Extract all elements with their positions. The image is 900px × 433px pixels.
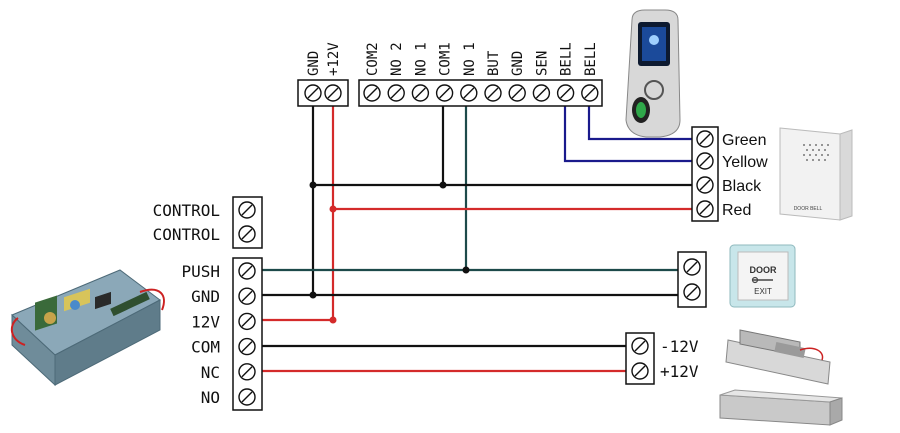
access-terminal-icon [625, 9, 681, 138]
wire-bell-green [587, 106, 692, 141]
controller-terminal-label: COM2 [365, 42, 381, 76]
terminal-screw-icon [238, 312, 256, 331]
terminal-screw-icon [696, 176, 714, 194]
terminal-screw-icon [556, 84, 575, 102]
junction-dot [329, 205, 337, 213]
exit-button-text-door: DOOR [750, 265, 778, 275]
terminal-screw-icon [238, 201, 256, 219]
exit-button-icon: DOOR EXIT [729, 244, 796, 308]
controller-terminal-label: BELL [583, 42, 599, 76]
doorbell-wire-label: Red [722, 202, 751, 219]
junction-dot [439, 181, 447, 189]
terminal-screw-icon [435, 84, 454, 102]
terminal-screw-icon [304, 84, 322, 102]
top-power-terminal-block: GND+12V [297, 42, 349, 107]
terminal-screw-icon [238, 363, 256, 381]
terminal-screw-icon [484, 84, 502, 102]
top-power-terminal-label: GND [306, 51, 322, 76]
terminal-screw-icon [238, 287, 256, 305]
terminal-screw-icon [324, 84, 342, 102]
terminal-screw-icon [508, 84, 526, 102]
doorbell-caption: DOOR BELL [794, 206, 823, 212]
power-terminal-label: NC [201, 363, 220, 382]
wire-bell-yellow [563, 106, 692, 163]
lock-terminal-label: -12V [660, 337, 699, 356]
controller-terminal-label: COM1 [438, 42, 454, 76]
terminal-screw-icon [238, 337, 256, 356]
electric-strike-icon [725, 329, 831, 385]
terminal-screw-icon [363, 84, 381, 102]
terminal-screw-icon [238, 388, 256, 406]
lock-terminal-block: -12V +12V [625, 332, 699, 385]
terminal-screw-icon [581, 84, 599, 102]
junction-dot [329, 316, 337, 324]
controller-terminal-label: BUT [486, 50, 502, 76]
controller-terminal-label: SEN [534, 51, 550, 76]
doorbell-wire-label: Black [722, 178, 762, 195]
magnetic-lock-icon [719, 389, 843, 426]
lock-terminal-label: +12V [660, 362, 699, 381]
terminal-screw-icon [532, 84, 551, 102]
power-supply-board-icon [10, 269, 165, 387]
terminal-screw-icon [238, 225, 256, 243]
junction-dot [462, 266, 470, 274]
power-terminal-label: GND [191, 287, 220, 306]
power-terminal-label: COM [191, 338, 220, 357]
terminal-screw-icon [460, 84, 478, 102]
doorbell-icon: DOOR BELL [779, 127, 853, 221]
terminal-screw-icon [631, 362, 649, 380]
power-terminal-label: PUSH [181, 262, 220, 281]
terminal-screw-icon [696, 200, 714, 218]
control-terminal-block: CONTROL CONTROL [153, 196, 263, 249]
terminal-screw-icon [411, 84, 430, 102]
controller-terminal-block: COM2 NO 2 NO 1 COM1 NO 1 BUT GND SEN BELL BELL [358, 42, 603, 107]
controller-terminal-label: NO 1 [413, 42, 429, 76]
power-terminal-label: 12V [191, 312, 220, 331]
power-supply-terminal-block: PUSH GND 12V COM NC NO [181, 257, 263, 411]
controller-terminal-label: BELL [559, 42, 575, 76]
control-terminal-label: CONTROL [153, 225, 220, 244]
exit-button-text-exit: EXIT [754, 287, 772, 296]
junction-dot [309, 181, 317, 189]
exit-button-terminal-block [677, 251, 707, 308]
controller-terminal-label: GND [510, 51, 526, 76]
terminal-screw-icon [696, 152, 714, 170]
controller-terminal-label: NO 1 [462, 42, 478, 76]
doorbell-wire-label: Yellow [722, 154, 768, 171]
terminal-screw-icon [238, 262, 256, 280]
terminal-screw-icon [387, 84, 405, 102]
controller-terminal-label: NO 2 [389, 42, 405, 76]
power-terminal-label: NO [201, 388, 220, 407]
top-power-terminal-label: +12V [326, 42, 342, 76]
terminal-screw-icon [696, 130, 714, 148]
doorbell-wire-label: Green [722, 132, 766, 149]
junction-dot [309, 291, 317, 299]
control-terminal-label: CONTROL [153, 201, 220, 220]
terminal-screw-icon [631, 337, 649, 355]
